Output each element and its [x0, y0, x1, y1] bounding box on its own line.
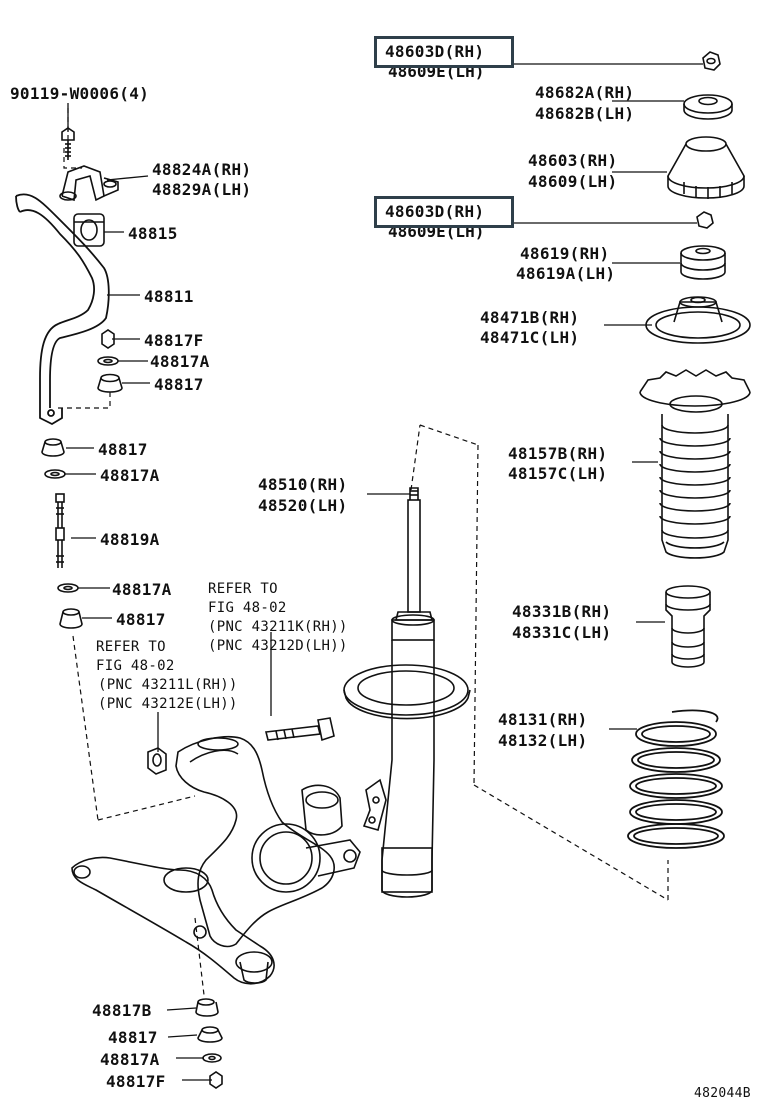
nut-top-shape — [702, 51, 721, 71]
refer-note-1-line-3[interactable]: (PNC 43211K(RH)) — [208, 619, 348, 635]
label-48817-3[interactable]: 48817 — [116, 610, 166, 629]
label-48682a[interactable]: 48682A(RH) — [535, 83, 635, 102]
label-48520[interactable]: 48520(LH) — [258, 496, 348, 515]
cushion-48817b-shape — [195, 998, 219, 1017]
label-48157b[interactable]: 48157B(RH) — [508, 444, 608, 463]
refer-note-2-line-3[interactable]: (PNC 43211L(RH)) — [98, 677, 238, 693]
label-48819a[interactable]: 48819A — [100, 530, 160, 549]
coil-spring-48131-shape — [627, 709, 725, 849]
boot-48157-shape — [639, 369, 751, 559]
refer-note-1-line-4[interactable]: (PNC 43212D(LH)) — [208, 638, 348, 654]
label-48471b[interactable]: 48471B(RH) — [480, 308, 580, 327]
bearing-48619-shape — [680, 245, 726, 280]
refer-note-1-line-1: REFER TO — [208, 581, 278, 597]
label-48682b[interactable]: 48682B(LH) — [535, 104, 635, 123]
figure-id: 482044B — [694, 1086, 751, 1101]
label-48817-4[interactable]: 48817 — [108, 1028, 158, 1047]
bump-stopper-48331-shape — [665, 585, 711, 668]
bolt-knuckle-shape — [265, 717, 335, 742]
bracket-48824-shape — [59, 165, 119, 202]
label-48132[interactable]: 48132(LH) — [498, 731, 588, 750]
label-48817a-1[interactable]: 48817A — [150, 352, 210, 371]
refer-note-1-line-2: FIG 48-02 — [208, 600, 287, 616]
refer-note-2-line-4[interactable]: (PNC 43212E(LH)) — [98, 696, 238, 712]
label-48609[interactable]: 48609(LH) — [528, 172, 618, 191]
label-48824a[interactable]: 48824A(RH) — [152, 160, 252, 179]
highlight-box-48603d-top[interactable] — [374, 36, 514, 68]
label-90119[interactable]: 90119-W0006(4) — [10, 84, 150, 103]
refer-note-2-line-1: REFER TO — [96, 639, 166, 655]
label-48817f-1[interactable]: 48817F — [144, 331, 204, 350]
nut-knuckle-shape — [147, 747, 167, 775]
label-48331b[interactable]: 48331B(RH) — [512, 602, 612, 621]
seal-48603-shape — [667, 136, 745, 199]
lower-arm-shape — [71, 856, 275, 985]
label-48817a-4[interactable]: 48817A — [100, 1050, 160, 1069]
label-48331c[interactable]: 48331C(LH) — [512, 623, 612, 642]
steering-knuckle-shape — [175, 735, 361, 948]
shock-absorber-48510-shape — [343, 487, 471, 898]
link-rod-48819a-shape — [55, 493, 65, 568]
label-48817a-2[interactable]: 48817A — [100, 466, 160, 485]
label-48817f-2[interactable]: 48817F — [106, 1072, 166, 1091]
cushion-48817-3-shape — [59, 608, 83, 629]
cushion-48817-2-shape — [41, 438, 65, 457]
label-48829a[interactable]: 48829A(LH) — [152, 180, 252, 199]
label-48603d-top[interactable]: 48603D(RH) — [385, 42, 485, 61]
label-48619a[interactable]: 48619A(LH) — [516, 264, 616, 283]
label-48815[interactable]: 48815 — [128, 224, 178, 243]
stabilizer-bar-48811-shape — [15, 193, 110, 426]
washer-48817a-4-shape — [202, 1053, 222, 1063]
label-48131[interactable]: 48131(RH) — [498, 710, 588, 729]
label-48619[interactable]: 48619(RH) — [520, 244, 610, 263]
washer-48817a-2-shape — [44, 469, 66, 479]
spring-seat-48471-shape — [645, 296, 751, 344]
label-48817b[interactable]: 48817B — [92, 1001, 152, 1020]
washer-48817a-3-shape — [57, 583, 79, 593]
label-48817-1[interactable]: 48817 — [154, 375, 204, 394]
cushion-48817-4-shape — [197, 1026, 223, 1043]
label-48817-2[interactable]: 48817 — [98, 440, 148, 459]
label-48811[interactable]: 48811 — [144, 287, 194, 306]
nut-48817f-1-shape — [101, 329, 115, 349]
label-48510[interactable]: 48510(RH) — [258, 475, 348, 494]
bolt-90119-shape — [61, 127, 75, 160]
label-48603d-mid[interactable]: 48603D(RH) — [385, 202, 485, 221]
leader-lines — [64, 63, 703, 1081]
label-48157c[interactable]: 48157C(LH) — [508, 464, 608, 483]
washer-48817a-1-shape — [97, 356, 119, 366]
refer-note-2-line-2: FIG 48-02 — [96, 658, 175, 674]
label-48817a-3[interactable]: 48817A — [112, 580, 172, 599]
label-48603[interactable]: 48603(RH) — [528, 151, 618, 170]
nut-48817f-2-shape — [209, 1071, 223, 1089]
bushing-48815-shape — [73, 213, 105, 247]
highlight-box-48603d-mid[interactable] — [374, 196, 514, 228]
washer-48682-shape — [683, 94, 733, 120]
nut-mid-shape — [696, 211, 714, 229]
cushion-48817-1-shape — [97, 373, 123, 393]
label-48471c[interactable]: 48471C(LH) — [480, 328, 580, 347]
dashed-assembly-lines — [58, 108, 669, 996]
